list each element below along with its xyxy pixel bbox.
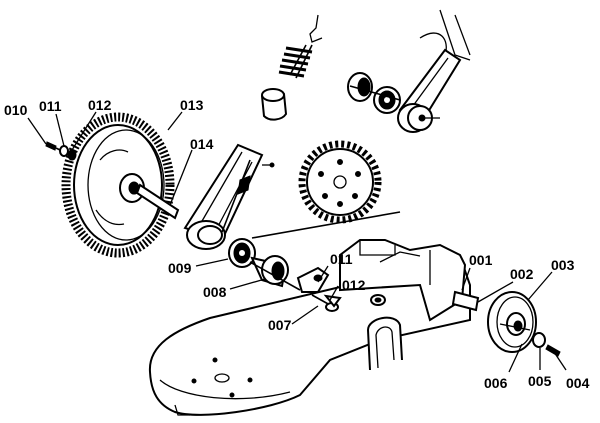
label-006: 006	[484, 375, 508, 391]
mower-deck	[148, 239, 471, 416]
label-011-left: 011	[39, 98, 62, 114]
label-014: 014	[190, 136, 214, 152]
drive-arm-assembly	[347, 9, 471, 133]
part-labels: 010 011 012 013 014 009 008 007 011 012 …	[4, 97, 590, 391]
label-001: 001	[469, 252, 493, 268]
label-012-right: 012	[342, 277, 366, 293]
label-002: 002	[510, 266, 534, 282]
label-008: 008	[203, 284, 227, 300]
right-wheel	[451, 290, 561, 357]
lever-arm	[183, 143, 275, 250]
label-012-left: 012	[88, 97, 112, 113]
label-007: 007	[268, 317, 292, 333]
spur-gear	[298, 140, 382, 224]
label-003: 003	[551, 257, 575, 273]
label-011-right: 011	[330, 251, 353, 267]
label-005: 005	[528, 373, 552, 389]
left-fasteners	[45, 141, 77, 161]
left-wheel	[61, 112, 180, 258]
label-004: 004	[566, 375, 590, 391]
spring-assembly	[260, 14, 323, 121]
label-013: 013	[180, 97, 204, 113]
label-009: 009	[168, 260, 192, 276]
leader-lines	[27, 111, 567, 373]
label-010: 010	[4, 102, 28, 118]
